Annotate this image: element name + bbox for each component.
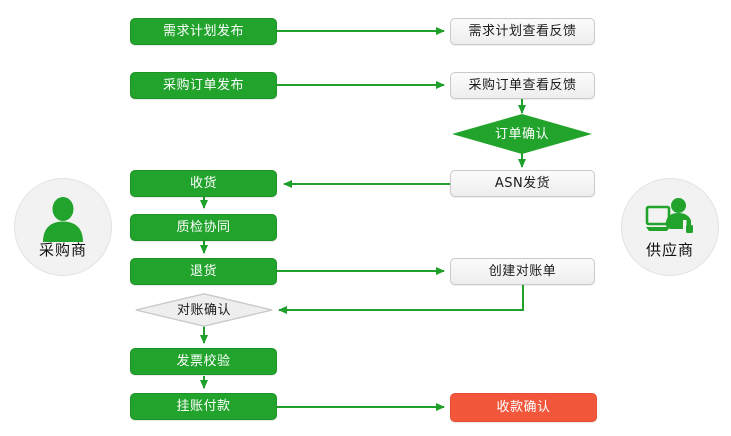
node-label: 收货 <box>189 176 217 191</box>
node-payment-receipt-confirm[interactable]: 收款确认 <box>450 393 597 422</box>
node-statement-confirm[interactable]: 对账确认 <box>135 293 273 327</box>
node-payment-posting[interactable]: 挂账付款 <box>130 393 277 420</box>
node-label: 创建对账单 <box>488 264 557 279</box>
node-label: 订单确认 <box>494 126 549 142</box>
person-with-computer-icon <box>645 196 695 242</box>
node-label: 质检协同 <box>176 220 231 235</box>
node-label: 退货 <box>189 264 217 279</box>
actor-buyer-label: 采购商 <box>38 241 87 259</box>
node-label: 收款确认 <box>496 400 551 415</box>
node-invoice-verification[interactable]: 发票校验 <box>130 348 277 375</box>
node-purchase-order-publish[interactable]: 采购订单发布 <box>130 72 277 99</box>
node-label: 需求计划查看反馈 <box>468 24 577 39</box>
node-label: 发票校验 <box>176 354 231 369</box>
node-demand-plan-review[interactable]: 需求计划查看反馈 <box>450 18 595 45</box>
node-label: 采购订单发布 <box>162 78 244 93</box>
node-purchase-order-review[interactable]: 采购订单查看反馈 <box>450 72 595 99</box>
edge-n10-n11 <box>278 285 524 314</box>
node-label: 挂账付款 <box>176 399 231 414</box>
person-icon <box>38 196 88 242</box>
node-label: 采购订单查看反馈 <box>468 78 577 93</box>
node-return-goods[interactable]: 退货 <box>130 258 277 285</box>
actor-supplier-label: 供应商 <box>645 241 694 259</box>
node-receive-goods[interactable]: 收货 <box>130 170 277 197</box>
actor-supplier[interactable]: 供应商 <box>621 178 719 276</box>
actor-buyer[interactable]: 采购商 <box>14 178 112 276</box>
node-demand-plan-publish[interactable]: 需求计划发布 <box>130 18 277 45</box>
node-label: ASN发货 <box>494 176 551 191</box>
node-quality-inspection[interactable]: 质检协同 <box>130 214 277 241</box>
node-label: 对账确认 <box>176 302 231 318</box>
node-order-confirm[interactable]: 订单确认 <box>452 114 592 154</box>
node-asn-shipment[interactable]: ASN发货 <box>450 170 595 197</box>
node-create-statement[interactable]: 创建对账单 <box>450 258 595 285</box>
node-label: 需求计划发布 <box>162 24 244 39</box>
